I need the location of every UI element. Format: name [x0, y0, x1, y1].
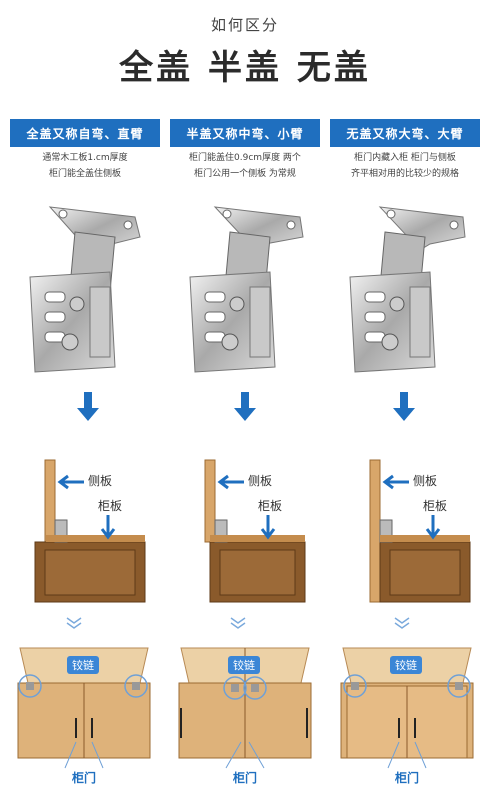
half-desc-line1: 柜门能盖住0.9cm厚度 两个	[189, 153, 301, 163]
side-panel-label: 侧板	[248, 474, 273, 488]
cabinet-door-label: 柜门	[233, 771, 258, 785]
arrow-down-icon	[393, 392, 415, 421]
inset-scene: 侧板 柜板	[335, 455, 475, 605]
chevron-down-icon	[394, 617, 410, 629]
door-panel-label: 柜板	[258, 499, 283, 513]
inset-desc-line1: 柜门内藏入柜 柜门与侧板	[354, 153, 456, 163]
door-panel-label: 柜板	[423, 499, 448, 513]
inset-hinge-image	[349, 206, 466, 373]
page-title: 全盖 半盖 无盖	[119, 48, 371, 88]
half-overlay-hinge-image	[189, 206, 304, 373]
full-overlay-hinge-image	[29, 206, 141, 373]
inset-desc-line2: 齐平相对用的比较少的规格	[350, 169, 459, 179]
half-overlay-label: 半盖又称中弯、小臂	[170, 119, 320, 147]
hinge-tag: 铰链	[67, 656, 99, 674]
hinge-tag: 铰链	[228, 656, 260, 674]
page-subtitle: 如何区分	[210, 16, 279, 34]
side-panel-label: 侧板	[88, 474, 113, 488]
full-desc-line2: 柜门能全盖住侧板	[48, 169, 121, 179]
chevron-down-icon	[230, 617, 246, 629]
half-overlay-scene: 侧板 柜板	[170, 455, 310, 605]
inset-label: 无盖又称大弯、大臂	[330, 119, 480, 147]
arrow-down-icon	[77, 392, 99, 421]
arrow-down-icon	[234, 392, 256, 421]
full-overlay-scene: 侧板 柜板	[10, 455, 150, 605]
full-overlay-cabinet: 铰链 柜门	[10, 638, 158, 785]
full-overlay-description: 通常木工板1.cm厚度 柜门能全盖住侧板	[10, 150, 160, 182]
chevron-down-icon	[66, 617, 82, 629]
full-desc-line1: 通常木工板1.cm厚度	[42, 153, 128, 163]
inset-cabinet: 铰链 柜门	[333, 638, 481, 785]
half-overlay-description: 柜门能盖住0.9cm厚度 两个 柜门公用一个侧板 为常规	[170, 150, 320, 182]
half-desc-line2: 柜门公用一个侧板 为常规	[194, 169, 296, 179]
full-overlay-label: 全盖又称自弯、直臂	[10, 119, 160, 147]
half-overlay-cabinet: 铰链 柜门	[171, 638, 319, 785]
half-overlay-scene-drawing	[204, 459, 306, 603]
cabinet-door-label: 柜门	[72, 771, 97, 785]
full-overlay-scene-drawing	[34, 459, 146, 603]
inset-scene-drawing	[369, 459, 471, 603]
hinge-tag: 铰链	[390, 656, 422, 674]
side-panel-label: 侧板	[413, 474, 438, 488]
cabinet-door-label: 柜门	[395, 771, 420, 785]
inset-description: 柜门内藏入柜 柜门与侧板 齐平相对用的比较少的规格	[330, 150, 480, 182]
door-panel-label: 柜板	[98, 499, 123, 513]
